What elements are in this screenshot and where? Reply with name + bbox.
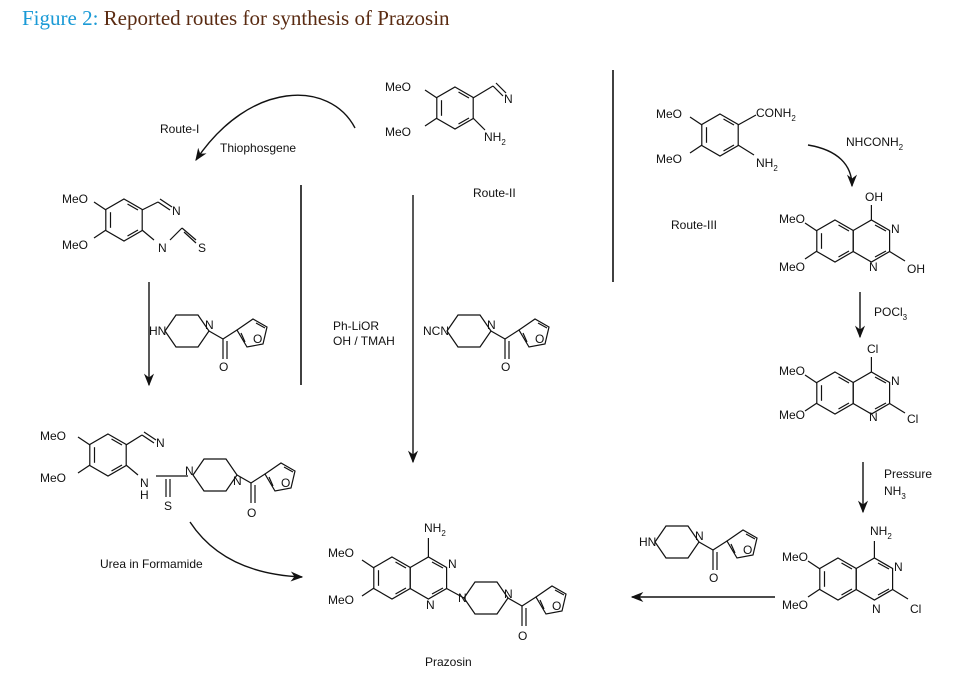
svg-text:MeO: MeO — [328, 593, 354, 607]
route-3-dichloroquinazoline: MeO MeO Cl N N Cl — [779, 342, 918, 426]
svg-text:N: N — [140, 476, 149, 490]
svg-text:O: O — [518, 629, 527, 643]
svg-text:O: O — [247, 506, 256, 520]
route-1-isothiocyanate: MeO MeO N N S — [62, 192, 206, 255]
caption-label: Figure 2: — [22, 6, 99, 30]
reagent-nhconh2: NHCONH2 — [846, 135, 904, 152]
svg-text:N: N — [891, 374, 900, 388]
route-2-label: Route-II — [473, 186, 516, 200]
reagent-thiophosgene: Thiophosgene — [220, 141, 296, 155]
reagent-pocl3: POCl3 — [874, 305, 908, 322]
reagent-pressure: Pressure — [884, 467, 932, 481]
svg-text:NH2: NH2 — [484, 130, 506, 147]
reagent-ph-lior: Ph-LiOR — [333, 319, 379, 333]
svg-text:N: N — [504, 92, 513, 106]
svg-text:MeO: MeO — [782, 550, 808, 564]
reagent-cyano-furoylpiperazine: NCN N O O — [423, 314, 550, 374]
svg-text:NH2: NH2 — [870, 524, 892, 541]
svg-text:MeO: MeO — [328, 546, 354, 560]
svg-text:N: N — [156, 436, 165, 450]
svg-text:Cl: Cl — [910, 602, 921, 616]
svg-text:N: N — [458, 591, 467, 605]
svg-text:MeO: MeO — [40, 471, 66, 485]
svg-text:MeO: MeO — [782, 598, 808, 612]
prazosin-structure: N N O O MeO MeO NH2 N N — [328, 521, 567, 643]
svg-text:MeO: MeO — [62, 238, 88, 252]
svg-text:MeO: MeO — [779, 260, 805, 274]
svg-text:MeO: MeO — [385, 125, 411, 139]
reagent-furoylpiperazine-route-3: HN N O O — [639, 525, 758, 585]
svg-text:MeO: MeO — [656, 107, 682, 121]
product-prazosin-label: Prazosin — [425, 655, 472, 669]
svg-text:HN: HN — [149, 324, 166, 338]
svg-text:Cl: Cl — [867, 342, 878, 356]
svg-text:N: N — [695, 529, 704, 543]
svg-text:MeO: MeO — [779, 408, 805, 422]
svg-text:N: N — [172, 204, 181, 218]
caption-text: Reported routes for synthesis of Prazosi… — [103, 6, 450, 30]
svg-text:N: N — [233, 474, 242, 488]
svg-text:N: N — [158, 241, 167, 255]
svg-text:N: N — [426, 598, 435, 612]
route-3-aminochloroquinazoline: MeO MeO NH2 N N Cl — [782, 524, 921, 616]
svg-text:N: N — [869, 410, 878, 424]
route-3-aminobenzamide: MeO MeO CONH2 NH2 — [656, 106, 796, 173]
svg-text:Cl: Cl — [907, 412, 918, 426]
reagent-nh3: NH3 — [884, 484, 906, 501]
svg-text:N: N — [891, 222, 900, 236]
svg-text:N: N — [487, 318, 496, 332]
thiourea-piperazine-furoyl: N N O O — [185, 458, 296, 520]
reagent-urea-formamide: Urea in Formamide — [100, 557, 203, 571]
svg-text:N: N — [185, 464, 194, 478]
svg-text:O: O — [501, 360, 510, 374]
svg-text:N: N — [869, 260, 878, 274]
svg-text:MeO: MeO — [779, 364, 805, 378]
svg-text:CONH2: CONH2 — [756, 106, 796, 123]
reagent-oh-tmah: OH / TMAH — [333, 334, 395, 348]
svg-text:O: O — [281, 476, 290, 490]
svg-text:MeO: MeO — [385, 80, 411, 94]
svg-text:O: O — [219, 360, 228, 374]
svg-text:O: O — [253, 332, 262, 346]
svg-text:MeO: MeO — [779, 212, 805, 226]
reagent-furoylpiperazine-route-1: HN N O O — [149, 314, 268, 374]
svg-text:N: N — [448, 557, 457, 571]
svg-text:MeO: MeO — [656, 152, 682, 166]
route-3-label: Route-III — [671, 218, 717, 232]
svg-text:O: O — [535, 332, 544, 346]
svg-text:N: N — [504, 587, 513, 601]
svg-text:O: O — [552, 599, 561, 613]
route-3-quinazolinediol: MeO MeO OH N N OH — [779, 190, 925, 276]
svg-text:N: N — [872, 602, 881, 616]
svg-text:NCN: NCN — [423, 324, 449, 338]
route-3-curved-arrow — [807, 144, 858, 188]
svg-text:MeO: MeO — [62, 192, 88, 206]
route-1-curved-arrow — [195, 94, 356, 162]
svg-text:N: N — [894, 560, 903, 574]
svg-text:OH: OH — [865, 190, 883, 204]
svg-text:MeO: MeO — [40, 429, 66, 443]
svg-text:HN: HN — [639, 535, 656, 549]
figure-caption: Figure 2: Reported routes for synthesis … — [22, 6, 450, 31]
svg-text:O: O — [743, 543, 752, 557]
route-1-label: Route-I — [160, 122, 199, 136]
svg-text:S: S — [198, 241, 206, 255]
urea-curved-arrow — [189, 521, 304, 582]
svg-text:S: S — [164, 499, 172, 513]
route-1-thiourea-intermediate: MeO MeO N N H S — [40, 429, 188, 513]
svg-text:NH2: NH2 — [424, 521, 446, 538]
svg-text:NH2: NH2 — [756, 156, 778, 173]
svg-text:H: H — [140, 488, 149, 502]
route-2-aminonitrile: MeO MeO N NH2 — [385, 80, 513, 147]
svg-text:OH: OH — [907, 262, 925, 276]
svg-text:N: N — [205, 318, 214, 332]
svg-text:O: O — [709, 571, 718, 585]
